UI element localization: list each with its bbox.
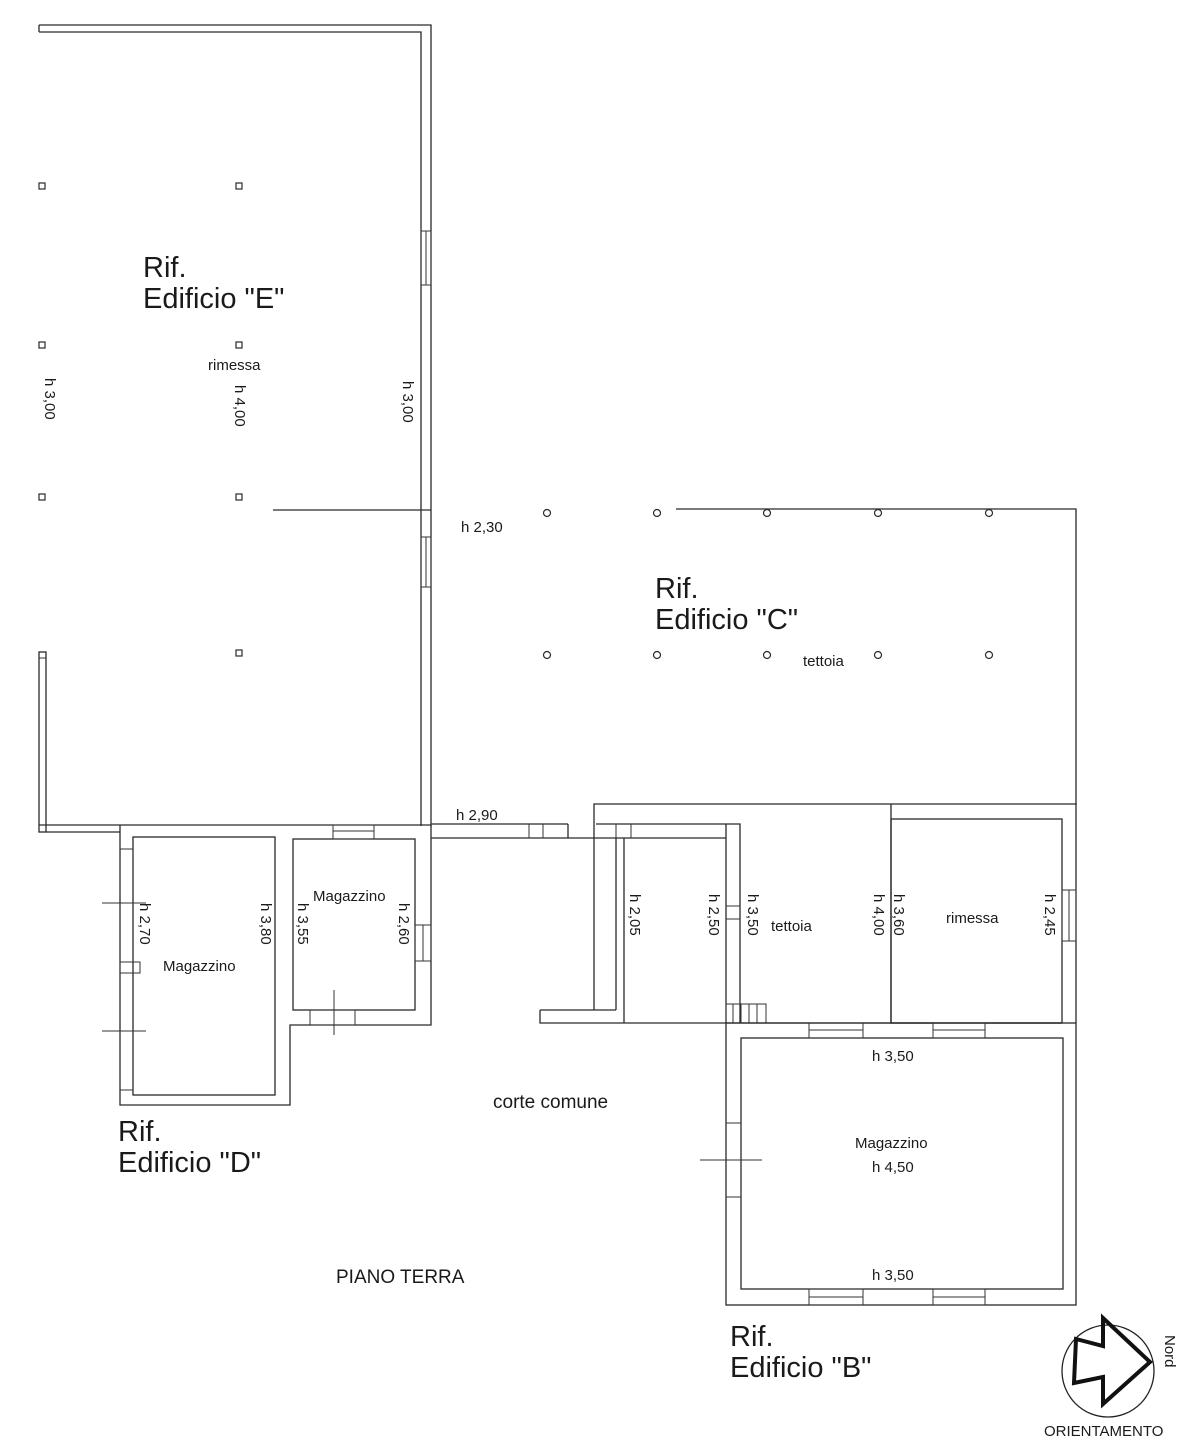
building-c-height: h 2,30 — [461, 519, 503, 536]
building-c-room-label: tettoia — [803, 653, 844, 670]
building-b-magazzino-height-center: h 4,50 — [872, 1159, 914, 1176]
building-e-walls — [38, 24, 432, 833]
building-b-tettoia-label: tettoia — [771, 918, 812, 935]
building-d-room2-height-1: h 3,55 — [294, 903, 311, 945]
building-c-outline — [542, 508, 1077, 805]
passage-height: h 2,90 — [456, 807, 498, 824]
building-d-ref: Rif. — [118, 1116, 162, 1148]
building-e-height-2: h 4,00 — [231, 385, 248, 427]
passage-walls — [431, 823, 596, 839]
building-e-room-label: rimessa — [208, 357, 261, 374]
building-b-rimessa-label: rimessa — [946, 910, 999, 927]
compass-direction-label: Nord — [1161, 1335, 1178, 1368]
building-b-ref: Rif. — [730, 1321, 774, 1353]
building-b-tettoia-height-2: h 2,50 — [705, 894, 722, 936]
building-b-tettoia-height-3: h 3,50 — [744, 894, 761, 936]
compass-title: ORIENTAMENTO — [1044, 1423, 1164, 1440]
floor-title: PIANO TERRA — [336, 1267, 465, 1288]
building-b-name: Edificio "B" — [730, 1352, 872, 1384]
building-b-rimessa-height-2: h 3,60 — [890, 894, 907, 936]
building-c-ref: Rif. — [655, 573, 699, 605]
building-d-name: Edificio "D" — [118, 1147, 262, 1179]
building-b-walls — [539, 803, 1077, 1306]
building-b-magazzino-height-top: h 3,50 — [872, 1048, 914, 1065]
building-b-magazzino-label: Magazzino — [855, 1135, 928, 1152]
building-d-room1-height-1: h 2,70 — [136, 903, 153, 945]
building-d-room2-height-2: h 2,60 — [395, 903, 412, 945]
building-e-height-1: h 3,00 — [41, 378, 58, 420]
building-d-room1-height-2: h 3,80 — [257, 903, 274, 945]
building-e-pillars — [38, 182, 243, 657]
building-e-name: Edificio "E" — [143, 283, 285, 315]
building-d-room1-label: Magazzino — [163, 958, 236, 975]
building-b-rimessa-height-1: h 4,00 — [870, 894, 887, 936]
building-b-tettoia-height-1: h 2,05 — [626, 894, 643, 936]
common-area-label: corte comune — [493, 1092, 609, 1113]
building-d-room2-label: Magazzino — [313, 888, 386, 905]
building-d-walls — [102, 824, 432, 1106]
building-b-magazzino-height-bottom: h 3,50 — [872, 1267, 914, 1284]
building-c-name: Edificio "C" — [655, 604, 799, 636]
building-b-rimessa-height-3: h 2,45 — [1041, 894, 1058, 936]
north-arrow-icon — [1061, 1313, 1155, 1418]
building-e-height-3: h 3,00 — [399, 381, 416, 423]
building-e-ref: Rif. — [143, 252, 187, 284]
